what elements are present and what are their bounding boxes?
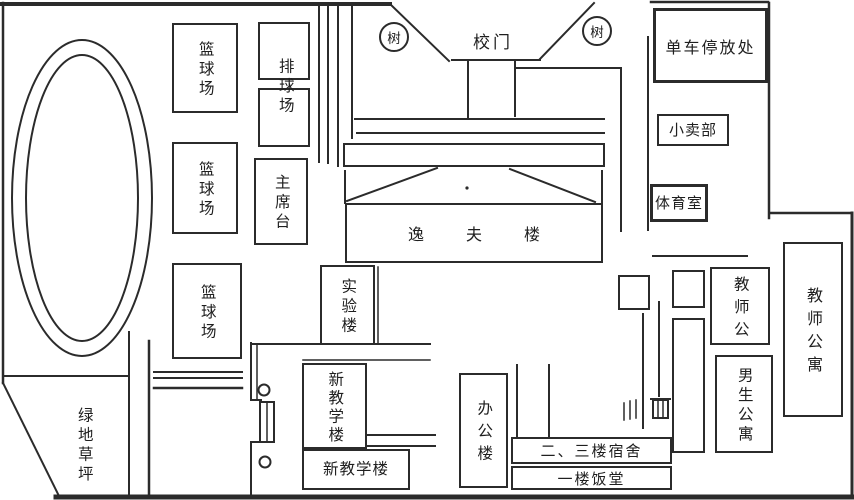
rostrum-label: 主席台 (272, 174, 291, 233)
basketball-court-1: 篮球场 (172, 23, 238, 113)
basketball-court-3-label: 篮球场 (198, 283, 217, 343)
school-gate-label: 校门 (473, 32, 513, 53)
tree-right-label: 树 (590, 25, 604, 41)
teachers-block: 教师公 (710, 267, 770, 345)
new-teaching-building-vertical-label: 新教学楼 (326, 371, 345, 445)
basketball-court-2: 篮球场 (172, 142, 238, 234)
yifu-building-label: 逸夫楼 (407, 225, 582, 244)
bicycle-parking-label: 单车停放处 (665, 37, 756, 57)
gate-post-circle (258, 455, 272, 469)
dormitory-floors-2-3-label: 二、三楼宿舍 (540, 442, 643, 460)
office-building-label: 办公楼 (475, 400, 494, 468)
sports-room: 体育室 (650, 184, 708, 222)
volleyball-court-label-wrap: 排球场 (271, 53, 299, 117)
rostrum: 主席台 (254, 158, 308, 245)
new-teaching-building-horizontal-label: 新教学楼 (322, 459, 389, 478)
shop: 小卖部 (657, 114, 729, 146)
basketball-court-1-label: 篮球场 (196, 40, 215, 100)
laboratory-building: 实验楼 (320, 265, 375, 345)
new-teaching-building-vertical: 新教学楼 (302, 363, 367, 449)
volleyball-court-upper (258, 22, 310, 80)
basketball-court-2-label: 篮球场 (196, 160, 215, 220)
tree-icon: 树 (379, 22, 409, 52)
gate-post-circle (257, 383, 271, 397)
unlabeled-building (672, 318, 705, 453)
tree-icon: 树 (582, 16, 612, 46)
boys-apartment-label: 男生公寓 (735, 367, 754, 445)
small-square-building (672, 270, 705, 308)
lawn-label: 绿地草坪 (75, 407, 94, 485)
lawn-area: 绿地草坪 (70, 397, 98, 491)
bicycle-parking: 单车停放处 (653, 8, 768, 83)
volleyball-court-lower (258, 88, 310, 147)
dormitory-floors-2-3: 二、三楼宿舍 (511, 437, 672, 464)
volleyball-court-label: 排球场 (276, 57, 295, 117)
yifu-building-canopy (343, 143, 605, 167)
sports-room-label: 体育室 (654, 193, 703, 212)
office-building: 办公楼 (459, 373, 508, 488)
track-outer (11, 39, 153, 357)
basketball-court-3: 篮球场 (172, 263, 242, 359)
shop-label: 小卖部 (668, 120, 717, 139)
new-teaching-building-horizontal: 新教学楼 (302, 449, 410, 490)
teachers-apartment: 教师公寓 (783, 242, 843, 417)
yifu-building: 逸夫楼 (345, 203, 603, 263)
border-bottom-left-diagonal (1, 381, 61, 498)
canteen-floor-1: 一楼饭堂 (511, 466, 672, 490)
boys-apartment: 男生公寓 (715, 355, 773, 453)
teachers-block-label: 教师公 (731, 275, 750, 344)
track-inner (25, 54, 139, 342)
small-square-building (618, 275, 650, 310)
laboratory-building-label: 实验楼 (339, 277, 358, 337)
tree-left-label: 树 (387, 31, 401, 47)
teachers-apartment-label: 教师公寓 (804, 287, 823, 379)
canteen-floor-1-label: 一楼饭堂 (557, 469, 626, 488)
